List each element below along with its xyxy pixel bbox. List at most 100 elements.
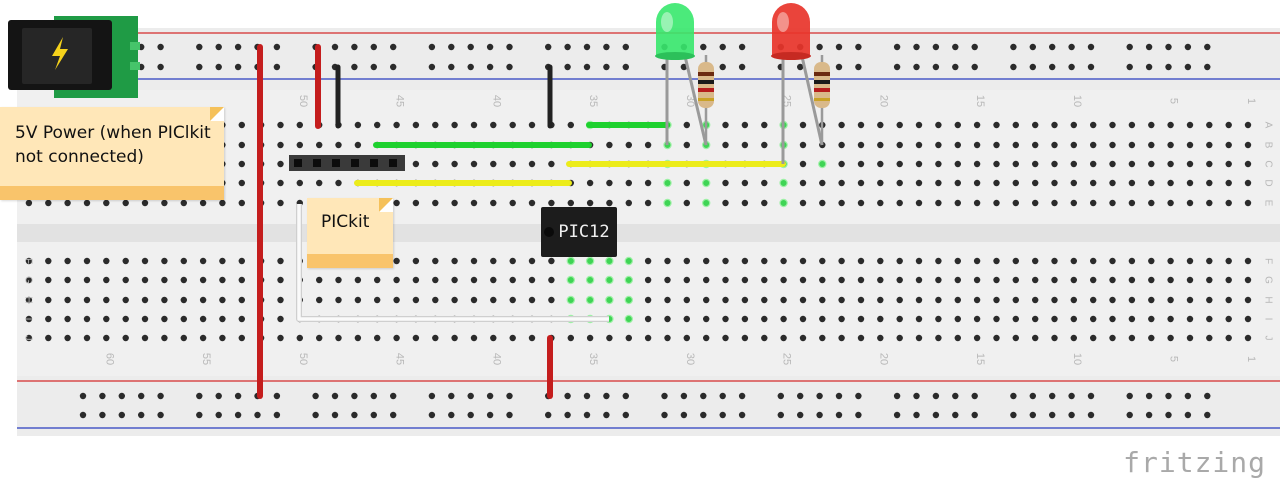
- breadboard-hole: [683, 315, 690, 323]
- breadboard-hole: [896, 296, 903, 304]
- breadboard-hole: [935, 334, 942, 342]
- breadboard-hole: [605, 295, 614, 305]
- column-number-label: 1: [1245, 356, 1257, 362]
- breadboard-hole: [1206, 276, 1213, 284]
- breadboard-hole: [624, 314, 634, 324]
- breadboard-hole: [412, 160, 420, 168]
- breadboard-hole: [1090, 141, 1097, 149]
- breadboard-hole: [915, 315, 923, 323]
- breadboard-hole: [913, 411, 920, 419]
- breadboard-hole: [585, 295, 595, 305]
- row-letter-label: F: [22, 258, 33, 264]
- breadboard-hole: [548, 276, 555, 284]
- breadboard-hole: [1148, 276, 1155, 284]
- breadboard-hole: [703, 334, 710, 342]
- breadboard-hole: [277, 121, 284, 129]
- breadboard-hole: [741, 121, 749, 129]
- breadboard-hole: [1204, 63, 1211, 71]
- breadboard-hole: [605, 256, 614, 266]
- breadboard-hole: [351, 411, 358, 419]
- breadboard-hole: [761, 179, 768, 187]
- breadboard-hole: [703, 315, 710, 323]
- breadboard-hole: [390, 63, 397, 71]
- breadboard-hole: [103, 257, 110, 265]
- breadboard-hole: [622, 43, 629, 51]
- breadboard-hole: [1051, 296, 1058, 304]
- fritzing-logo: fritzing: [1123, 446, 1266, 479]
- breadboard-hole: [622, 392, 629, 400]
- breadboard-hole: [215, 392, 222, 400]
- breadboard-hole: [1167, 199, 1174, 207]
- breadboard-hole: [1184, 43, 1192, 51]
- breadboard-hole: [893, 43, 901, 51]
- breadboard-hole: [877, 296, 884, 304]
- breadboard-hole: [1186, 141, 1194, 149]
- breadboard-hole: [893, 411, 901, 419]
- breadboard-hole: [664, 315, 671, 323]
- breadboard-hole: [528, 160, 536, 168]
- breadboard-hole: [838, 315, 845, 323]
- breadboard-hole: [1244, 315, 1252, 323]
- breadboard-hole: [1128, 160, 1136, 168]
- breadboard-hole: [45, 334, 52, 342]
- breadboard-hole: [838, 296, 845, 304]
- breadboard-hole: [490, 257, 497, 265]
- breadboard-hole: [219, 296, 226, 304]
- breadboard-hole: [702, 178, 711, 188]
- breadboard-hole: [161, 199, 168, 207]
- breadboard-hole: [954, 199, 961, 207]
- breadboard-hole: [490, 199, 497, 207]
- breadboard-hole: [603, 43, 610, 51]
- breadboard-hole: [490, 276, 497, 284]
- breadboard-hole: [993, 334, 1000, 342]
- breadboard-hole: [954, 276, 961, 284]
- breadboard-hole: [1204, 411, 1211, 419]
- breadboard-hole: [896, 257, 903, 265]
- breadboard-hole: [838, 179, 845, 187]
- red-led: [771, 3, 824, 164]
- breadboard-hole: [1186, 296, 1194, 304]
- breadboard-hole: [1186, 257, 1194, 265]
- breadboard-hole: [1029, 43, 1037, 51]
- breadboard-hole: [700, 411, 707, 419]
- breadboard-hole: [835, 63, 843, 71]
- breadboard-hole: [1049, 411, 1056, 419]
- breadboard-hole: [393, 276, 400, 284]
- breadboard-hole: [83, 257, 91, 265]
- breadboard-hole: [1126, 43, 1133, 51]
- breadboard-hole: [1070, 257, 1078, 265]
- breadboard-hole: [370, 392, 377, 400]
- breadboard-hole: [467, 392, 474, 400]
- breadboard-hole: [138, 411, 145, 419]
- breadboard-hole: [83, 315, 91, 323]
- svg-text:PIC12: PIC12: [558, 222, 609, 242]
- breadboard-hole: [1032, 141, 1039, 149]
- breadboard-hole: [1244, 179, 1252, 187]
- breadboard-hole: [157, 392, 164, 400]
- breadboard-hole: [738, 63, 746, 71]
- breadboard-hole: [215, 43, 222, 51]
- breadboard-hole: [412, 121, 420, 129]
- breadboard-hole: [141, 296, 149, 304]
- breadboard-hole: [741, 334, 749, 342]
- breadboard-hole: [702, 198, 711, 208]
- breadboard-hole: [1128, 276, 1136, 284]
- breadboard-hole: [738, 392, 746, 400]
- breadboard-hole: [915, 160, 923, 168]
- breadboard-hole: [1109, 141, 1116, 149]
- breadboard-hole: [993, 160, 1000, 168]
- breadboard-hole: [1244, 121, 1252, 129]
- breadboard-hole: [470, 160, 478, 168]
- breadboard-hole: [412, 334, 420, 342]
- breadboard-hole: [528, 199, 536, 207]
- column-number-label: 30: [684, 353, 696, 365]
- breadboard-hole: [1225, 141, 1232, 149]
- breadboard-hole: [935, 199, 942, 207]
- breadboard-hole: [700, 392, 707, 400]
- breadboard-hole: [1184, 392, 1192, 400]
- breadboard-hole: [1109, 296, 1116, 304]
- breadboard-hole: [1068, 63, 1075, 71]
- breadboard-hole: [1090, 199, 1097, 207]
- breadboard-hole: [625, 334, 632, 342]
- breadboard-hole: [79, 411, 87, 419]
